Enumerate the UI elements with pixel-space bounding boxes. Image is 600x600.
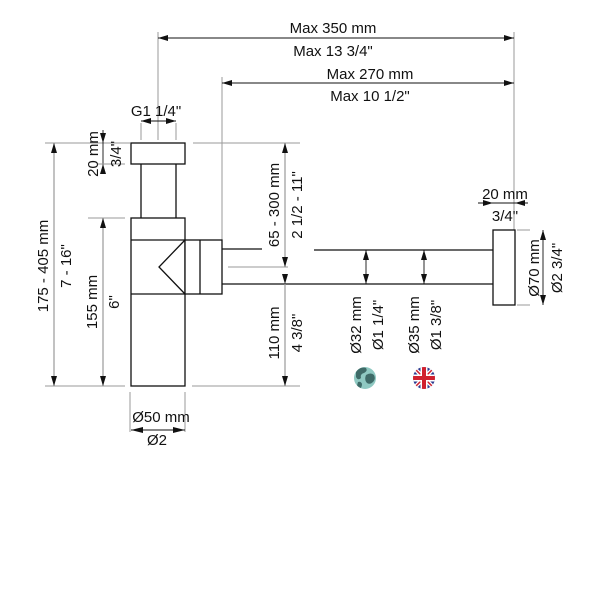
extension-lines	[45, 32, 530, 432]
label-total-height-in: 7 - 16"	[58, 244, 75, 288]
label-outlet-height-mm: 110 mm	[266, 306, 283, 359]
dim-outlet-height	[282, 274, 288, 386]
label-rosette-diameter-in: Ø2 3/4"	[549, 243, 566, 293]
label-pipe-eu-in: Ø1 1/4"	[370, 300, 387, 350]
label-body-height-mm: 155 mm	[84, 275, 101, 329]
label-max-350-mm: Max 350 mm	[290, 20, 377, 37]
trap-cap	[130, 142, 186, 165]
label-thread: G1 1/4"	[131, 103, 181, 120]
label-rosette-depth-mm: 20 mm	[482, 186, 528, 203]
dim-thread	[140, 118, 177, 140]
uk-flag-icon	[413, 367, 435, 389]
label-max-270-mm: Max 270 mm	[327, 66, 414, 83]
trap-stem	[140, 164, 177, 218]
label-pipe-eu-mm: Ø32 mm	[348, 296, 365, 354]
label-adjust-height-mm: 65 - 300 mm	[266, 163, 283, 247]
label-pipe-uk-mm: Ø35 mm	[406, 296, 423, 354]
label-adjust-height-in: 2 1/2 - 11"	[289, 171, 306, 239]
label-outlet-height-in: 4 3/8"	[289, 314, 306, 353]
label-rosette-depth-in: 3/4"	[492, 208, 518, 225]
label-max-270-in: Max 10 1/2"	[330, 88, 410, 105]
label-rosette-diameter-mm: Ø70 mm	[526, 239, 543, 297]
label-cap-height-in: 3/4"	[108, 141, 125, 167]
outlet-pipe	[222, 248, 493, 285]
label-pipe-uk-in: Ø1 3/8"	[428, 300, 445, 350]
label-cap-height-mm: 20 mm	[85, 131, 102, 177]
globe-icon	[354, 367, 376, 389]
label-total-height-mm: 175 - 405 mm	[35, 220, 52, 313]
dim-cap-height	[98, 130, 125, 174]
label-max-350-in: Max 13 3/4"	[293, 43, 373, 60]
label-body-diameter-mm: Ø50 mm	[132, 409, 190, 426]
outlet-nut	[184, 239, 223, 295]
label-body-height-in: 6"	[106, 295, 123, 309]
trap-body	[130, 217, 186, 387]
label-body-diameter-in: Ø2	[147, 432, 167, 449]
wall-rosette	[492, 229, 516, 306]
dim-rosette-depth	[478, 200, 528, 206]
dim-body-diameter	[131, 427, 185, 433]
